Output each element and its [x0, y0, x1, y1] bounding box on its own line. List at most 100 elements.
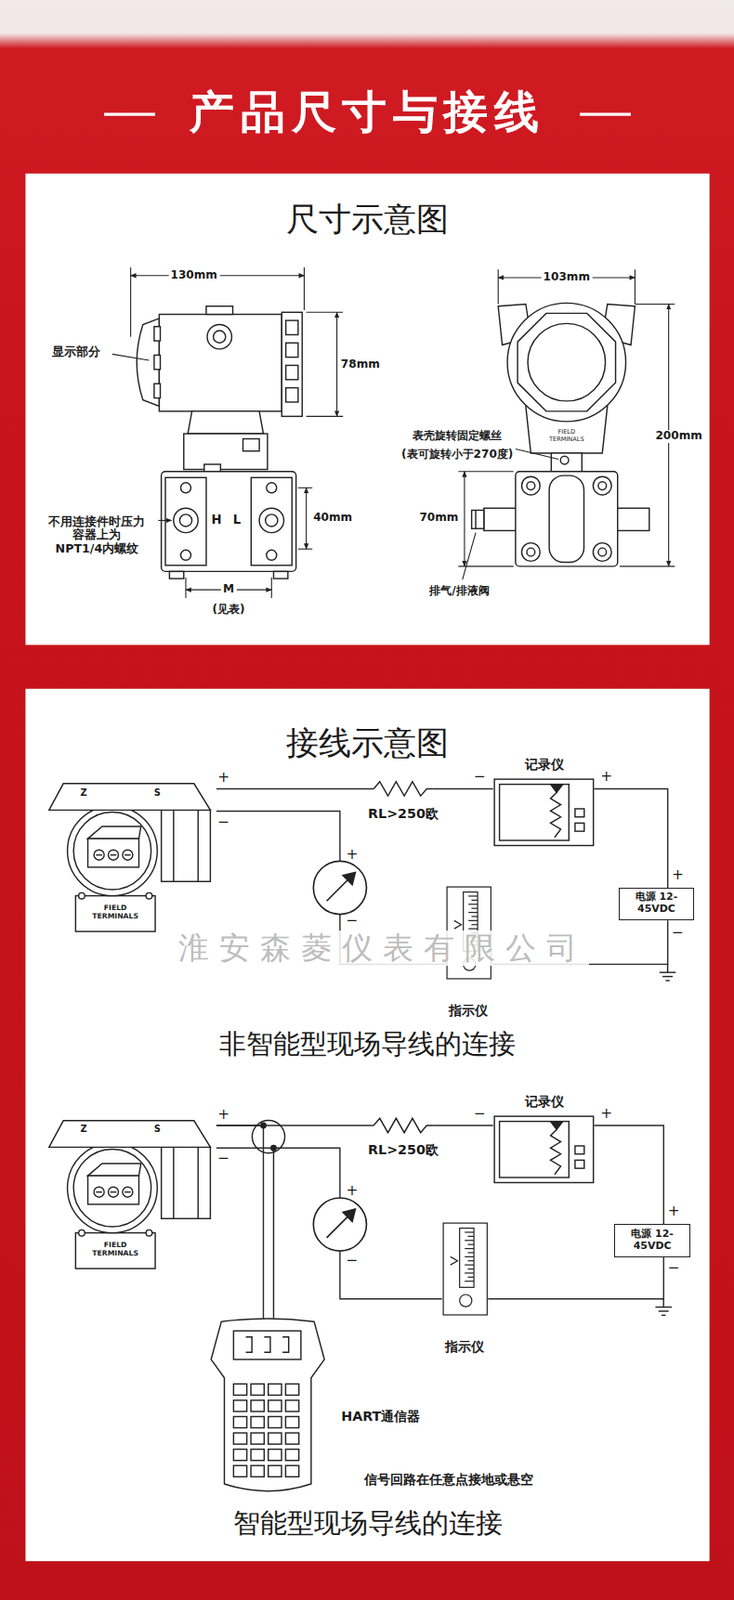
polarity-sign: − — [473, 769, 486, 787]
rect-shape — [169, 571, 184, 579]
line-shape — [196, 1147, 198, 1219]
rect-shape — [250, 1400, 264, 1412]
path-shape — [187, 411, 263, 434]
rect-shape — [446, 887, 491, 980]
rect-shape — [250, 1384, 264, 1396]
path-shape — [49, 1120, 211, 1148]
circle-shape — [259, 508, 284, 533]
line-shape — [462, 533, 476, 581]
line-shape — [468, 936, 478, 938]
terminal-mark: S — [154, 1125, 161, 1136]
rect-shape — [75, 896, 156, 932]
polarity-sign: − — [473, 1106, 486, 1124]
polarity-sign: + — [671, 867, 684, 885]
rect-shape — [286, 342, 299, 357]
device-name: 电源 12-45VDC — [615, 1229, 689, 1253]
line-shape — [110, 1192, 118, 1193]
junction-symbol — [251, 1121, 285, 1320]
circle-shape — [179, 514, 192, 527]
line-shape — [467, 1260, 474, 1262]
transmitter-box: ZSFIELD TERMINALS — [40, 775, 217, 934]
line-shape — [172, 1147, 174, 1219]
rect-shape — [268, 1416, 282, 1429]
power-box: 电源 12-45VDC — [614, 1224, 690, 1258]
circle-shape — [266, 550, 277, 561]
circle-shape — [463, 958, 476, 971]
ground-symbol — [659, 964, 677, 982]
device-name: 记录仪 — [524, 757, 564, 773]
dimension-value: 70mm — [419, 511, 459, 525]
rect-shape — [158, 314, 282, 411]
circle-shape — [93, 1187, 105, 1198]
path-shape — [550, 1122, 563, 1131]
rect-shape — [243, 439, 261, 452]
note-text: (见表) — [212, 603, 246, 617]
rect-shape — [250, 477, 292, 565]
rect-shape — [286, 1384, 300, 1396]
rect-shape — [250, 1433, 264, 1445]
rect-shape — [575, 1146, 585, 1155]
note-text: 信号回路在任意点接地或悬空 — [364, 1472, 534, 1488]
section-heading: 尺寸示意图 — [286, 200, 449, 238]
line-shape — [327, 878, 351, 902]
line-shape — [467, 1236, 474, 1238]
recorder-box: 记录仪 — [493, 1115, 595, 1185]
line-shape — [467, 1269, 474, 1271]
edge-label: RL>250欧 — [367, 805, 439, 821]
line-shape — [468, 895, 478, 897]
rect-shape — [550, 453, 582, 472]
line-shape — [655, 1307, 672, 1309]
rect-shape — [471, 510, 485, 529]
circle-shape — [313, 861, 367, 915]
watermark: 淮安森菱仪表有限公司 — [176, 930, 590, 967]
polarity-sign: + — [217, 771, 230, 788]
line-shape — [619, 565, 675, 567]
rect-shape — [165, 477, 207, 565]
dimension-lines — [112, 267, 343, 599]
g-shape — [443, 1223, 487, 1316]
circle-shape — [67, 806, 158, 897]
path-shape — [342, 1209, 355, 1222]
rect-shape — [286, 365, 299, 380]
device-name: 记录仪 — [524, 1093, 564, 1109]
line-shape — [471, 924, 479, 926]
polygon-shape — [517, 313, 616, 411]
device-name: 指示仪 — [445, 1339, 485, 1355]
line-shape — [667, 964, 669, 973]
wire-connector — [216, 1126, 264, 1320]
rect-shape — [268, 1384, 282, 1396]
rect-shape — [206, 306, 234, 315]
terminal-mark: Z — [79, 787, 87, 799]
rect-shape — [234, 1433, 248, 1445]
line-shape — [471, 940, 479, 942]
circle-shape — [145, 892, 153, 900]
rect-shape — [161, 1147, 211, 1219]
recorder-box: 记录仪 — [493, 778, 595, 848]
line-shape — [468, 928, 478, 930]
polarity-sign: − — [346, 1253, 359, 1271]
circle-shape — [458, 1295, 472, 1308]
rect-shape — [575, 809, 585, 818]
note-text: (表可旋转小于270度) — [401, 448, 513, 462]
line-shape — [659, 971, 677, 973]
rect-shape — [286, 1466, 300, 1478]
circle-shape — [180, 550, 191, 561]
line-shape — [124, 1192, 132, 1193]
circle-shape — [73, 812, 152, 892]
rect-shape — [463, 891, 478, 952]
rect-shape — [154, 327, 161, 341]
circle-shape — [266, 483, 277, 494]
line-shape — [665, 980, 669, 982]
g-shape — [49, 1120, 211, 1269]
path-shape — [282, 1336, 289, 1352]
rect-shape — [549, 475, 584, 563]
circle-shape — [78, 1230, 86, 1237]
line-shape — [157, 520, 171, 522]
rect-shape — [373, 780, 433, 800]
transmitter-box: ZSFIELD TERMINALS — [40, 1113, 217, 1272]
line-shape — [95, 1192, 103, 1193]
line-shape — [95, 854, 103, 856]
line-shape — [634, 303, 675, 305]
dimension-value: 78mm — [340, 358, 381, 372]
